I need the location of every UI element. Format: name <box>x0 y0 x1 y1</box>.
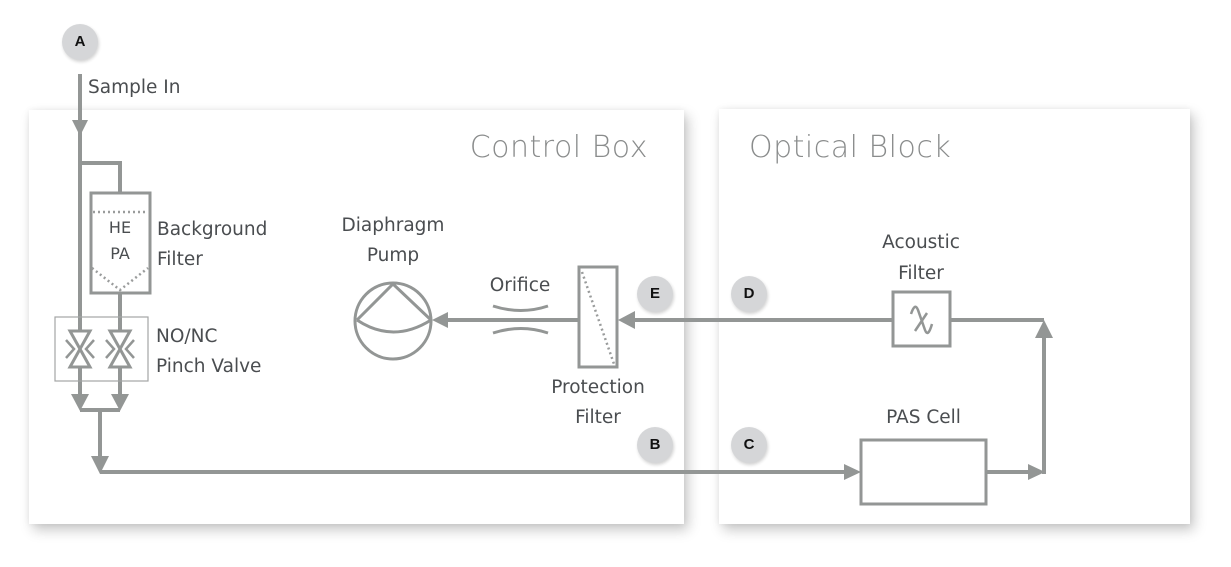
hepa-label-line2: PA <box>110 244 130 263</box>
pinch-valve-box <box>54 316 149 382</box>
badge-c: C <box>731 427 767 463</box>
badge-d: D <box>731 276 767 312</box>
background-filter-label-line2: Filter <box>157 249 203 270</box>
hepa-filter-icon <box>89 191 152 295</box>
protection-filter-icon <box>577 265 619 369</box>
acoustic-filter-label-line1: Acoustic <box>882 232 960 253</box>
arrow-down-bottom <box>91 456 109 474</box>
hepa-label-line1: HE <box>108 218 132 237</box>
arrow-down-left <box>71 394 89 411</box>
diaphragm-pump-label-line2: Pump <box>366 245 420 266</box>
pinch-valve-right-icon <box>105 329 135 369</box>
hepa-branch-line <box>80 161 122 193</box>
sample-in-label: Sample In <box>88 77 181 98</box>
badge-a: A <box>62 24 98 60</box>
arrow-left-protection-filter <box>618 311 635 329</box>
orifice-icon <box>492 304 549 335</box>
diaphragm-pump-label-line1: Diaphragm <box>341 215 445 236</box>
acoustic-filter-icon <box>891 290 952 348</box>
pinch-valve-label-line1: NO/NC <box>156 326 218 347</box>
arrow-right-pas-cell <box>844 464 861 480</box>
control-box-title: Control Box <box>469 130 648 165</box>
protection-filter-label-line1: Protection <box>551 377 645 398</box>
orifice-label: Orifice <box>489 275 551 296</box>
arrow-down-inlet <box>72 120 88 136</box>
pas-cell-box <box>859 438 988 506</box>
pinch-valve-left-icon <box>65 329 95 369</box>
badge-e: E <box>637 276 673 312</box>
protection-filter-label-line2: Filter <box>575 407 621 428</box>
arrow-up-riser <box>1035 320 1053 338</box>
arrow-left-pump <box>432 312 448 328</box>
badge-b: B <box>637 427 673 463</box>
pas-cell-label: PAS Cell <box>886 407 961 428</box>
pinch-valve-label-line2: Pinch Valve <box>156 356 262 377</box>
arrow-down-right <box>111 394 129 411</box>
background-filter-label-line1: Background <box>157 219 268 240</box>
diaphragm-pump-icon <box>353 281 433 361</box>
arrow-right-pas-outlet <box>1028 464 1045 480</box>
acoustic-filter-label-line2: Filter <box>898 263 944 284</box>
optical-block-title: Optical Block <box>749 130 952 165</box>
